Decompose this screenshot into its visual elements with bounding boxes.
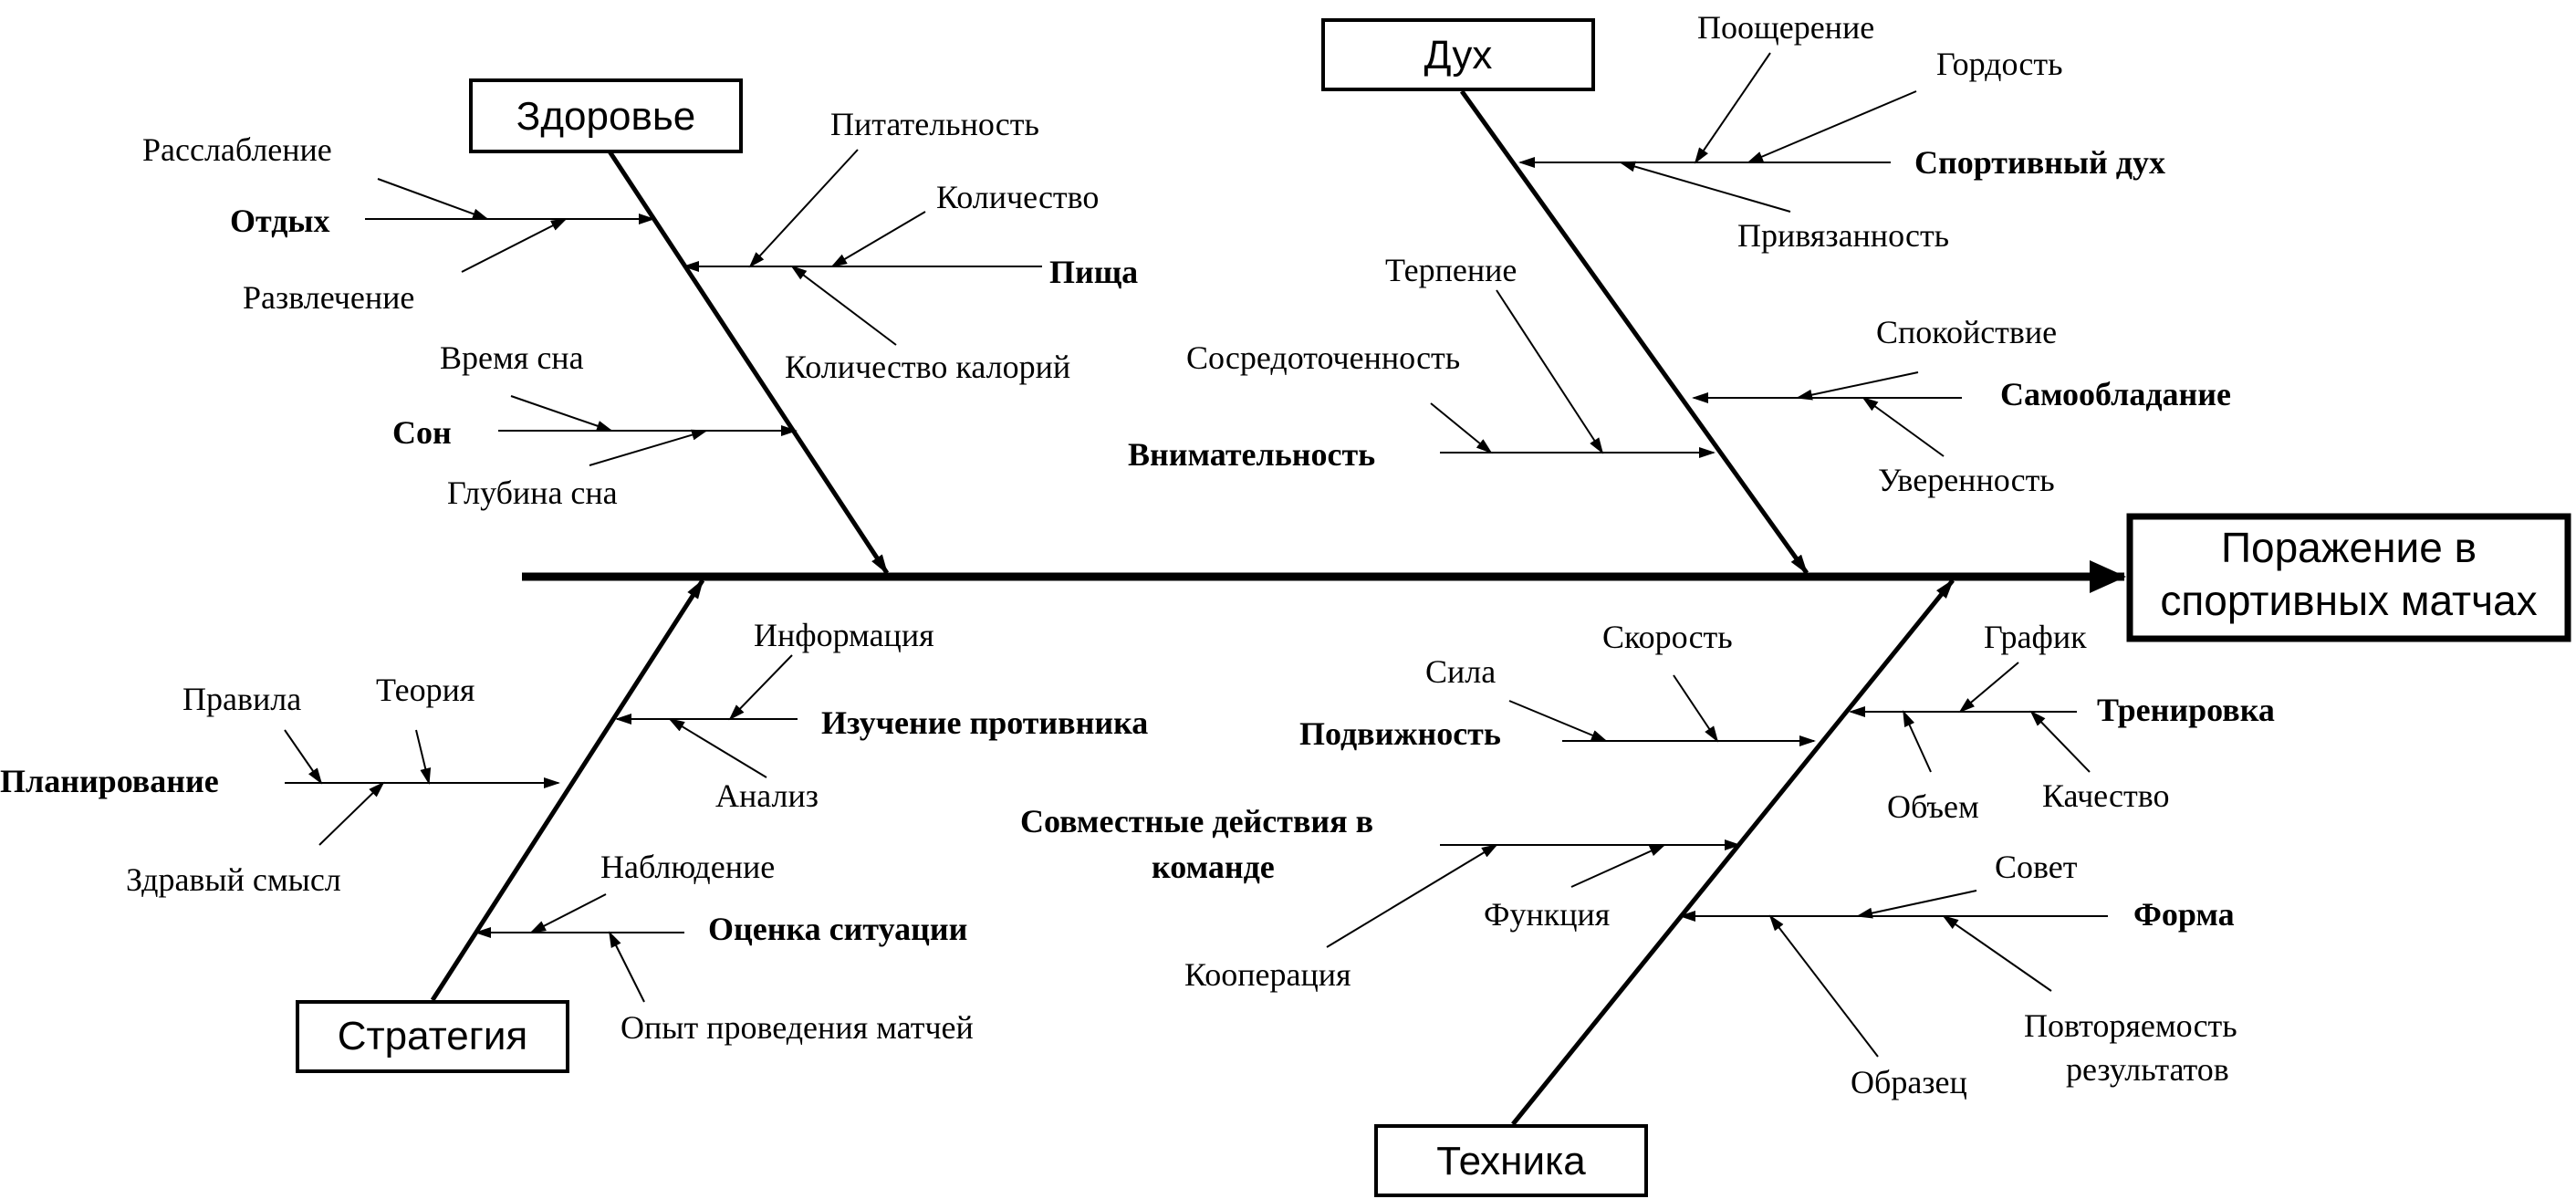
subcause-label-strength: Сила — [1425, 653, 1496, 690]
subcause-label-information: Информация — [754, 617, 934, 653]
subcause-arrow-schedule — [1958, 662, 2019, 714]
subcause-arrow-quality — [2029, 710, 2091, 773]
bone-technique — [1511, 579, 1955, 1126]
cause-label-rest: Отдых — [230, 203, 330, 239]
category-box-technique: Техника — [1374, 1124, 1648, 1197]
subcause-arrow-confidence — [1862, 396, 1945, 457]
category-box-health: Здоровье — [469, 78, 743, 153]
category-label-strategy: Стратегия — [338, 1014, 527, 1058]
subcause-label-patience: Терпение — [1385, 252, 1517, 288]
subcause-label-nutrition: Питательность — [830, 106, 1039, 142]
subcause-label-schedule: График — [1984, 619, 2087, 655]
subcause-arrow-strength — [1508, 700, 1608, 742]
subcause-label-repeatability-line-1: Повторяемость — [2024, 1007, 2237, 1044]
subcause-arrow-quantity — [830, 211, 926, 268]
subcause-arrow-observation — [529, 893, 607, 933]
subcause-arrow-sleep-depth — [589, 429, 708, 466]
subcause-label-sample: Образец — [1851, 1064, 1967, 1100]
subcause-label-attachment: Привязанность — [1737, 217, 1949, 254]
subcause-arrow-advice — [1856, 890, 1977, 919]
subcause-arrow-calm — [1796, 371, 1919, 401]
subcause-arrow-information — [728, 654, 793, 721]
subcause-label-calm: Спокойствие — [1876, 314, 2057, 350]
subcause-label-theory: Теория — [376, 672, 475, 708]
subcause-label-repeatability-line-2: результатов — [2066, 1051, 2229, 1088]
subcause-label-entertainment: Развлечение — [243, 279, 414, 316]
subcause-arrow-encouragement — [1694, 52, 1771, 164]
bone-strategy — [430, 579, 705, 1002]
subcause-label-observation: Наблюдение — [600, 849, 775, 885]
cause-label-sleep: Сон — [392, 414, 452, 451]
bone-spirit — [1459, 89, 1809, 575]
effect-line-1: Поражение в — [2221, 524, 2477, 571]
effect-line-2: спортивных матчах — [2160, 577, 2537, 624]
subcause-label-common-sense: Здравый смысл — [126, 861, 341, 898]
cause-label-situation: Оценка ситуации — [708, 911, 967, 947]
subcause-label-encouragement: Поощерение — [1697, 9, 1874, 46]
subcause-label-calories: Количество калорий — [785, 349, 1070, 385]
cause-label-mobility: Подвижность — [1299, 715, 1501, 752]
subcause-arrow-rules — [284, 729, 323, 785]
category-box-strategy: Стратегия — [296, 1000, 569, 1073]
cause-label-attentiveness: Внимательность — [1128, 436, 1375, 473]
subcause-label-analysis: Анализ — [715, 777, 819, 814]
effect-box: Поражение в спортивных матчах — [2126, 513, 2571, 642]
subcause-arrow-experience — [609, 931, 645, 1003]
subcause-arrow-calories — [790, 265, 897, 346]
subcause-arrow-cooperation — [1326, 843, 1498, 948]
subcause-arrow-function — [1570, 844, 1666, 888]
subcause-label-pride: Гордость — [1936, 46, 2063, 82]
subcause-arrow-speed — [1673, 674, 1719, 743]
category-box-spirit: Дух — [1321, 18, 1595, 91]
subcause-label-sleep-depth: Глубина сна — [447, 474, 618, 511]
cause-label-planning: Планирование — [0, 763, 219, 799]
subcause-arrow-pride — [1747, 90, 1917, 163]
subcause-label-relaxation: Расслабление — [142, 131, 332, 168]
cause-label-sport-spirit: Спортивный дух — [1914, 144, 2165, 181]
subcause-label-quantity: Количество — [936, 179, 1099, 215]
cause-label-teamwork-line-2: команде — [1152, 849, 1275, 885]
subcause-arrow-relaxation — [377, 178, 489, 220]
category-label-technique: Техника — [1436, 1139, 1586, 1183]
subcause-arrow-nutrition — [748, 149, 859, 268]
subcause-label-experience: Опыт проведения матчей — [621, 1009, 974, 1046]
category-label-health: Здоровье — [516, 94, 695, 139]
bone-health — [607, 150, 890, 575]
subcause-arrow-volume — [1903, 710, 1932, 773]
subcause-label-cooperation: Кооперация — [1184, 956, 1351, 993]
subcause-arrow-theory — [415, 729, 432, 785]
cause-label-food: Пища — [1049, 254, 1138, 290]
subcause-label-function: Функция — [1484, 896, 1610, 933]
subcause-label-advice: Совет — [1995, 849, 2078, 885]
subcause-label-speed: Скорость — [1602, 619, 1733, 655]
subcause-arrow-attachment — [1619, 161, 1791, 213]
category-label-spirit: Дух — [1424, 33, 1493, 78]
subcause-label-sleep-time: Время сна — [440, 339, 584, 376]
subcause-label-volume: Объем — [1887, 788, 1979, 825]
cause-label-training: Тренировка — [2097, 692, 2275, 728]
cause-label-opponent-study: Изучение противника — [821, 704, 1148, 741]
subcause-arrow-sample — [1768, 914, 1879, 1058]
cause-label-self-control: Самообладание — [2000, 376, 2231, 412]
subcause-arrow-patience — [1496, 289, 1604, 454]
subcause-arrow-analysis — [668, 717, 767, 778]
subcause-arrow-repeatability — [1942, 914, 2052, 992]
subcause-arrow-focus — [1430, 402, 1493, 454]
subcause-label-rules: Правила — [183, 681, 301, 717]
subcause-arrow-common-sense — [318, 781, 385, 846]
subcause-label-focus: Сосредоточенность — [1186, 339, 1460, 376]
cause-label-teamwork-line-1: Совместные действия в — [1020, 803, 1373, 839]
cause-label-form: Форма — [2133, 896, 2235, 933]
subcause-arrow-sleep-time — [510, 395, 613, 432]
subcause-arrow-entertainment — [461, 218, 568, 273]
subcause-label-confidence: Уверенность — [1878, 462, 2055, 498]
subcause-label-quality: Качество — [2042, 777, 2170, 814]
